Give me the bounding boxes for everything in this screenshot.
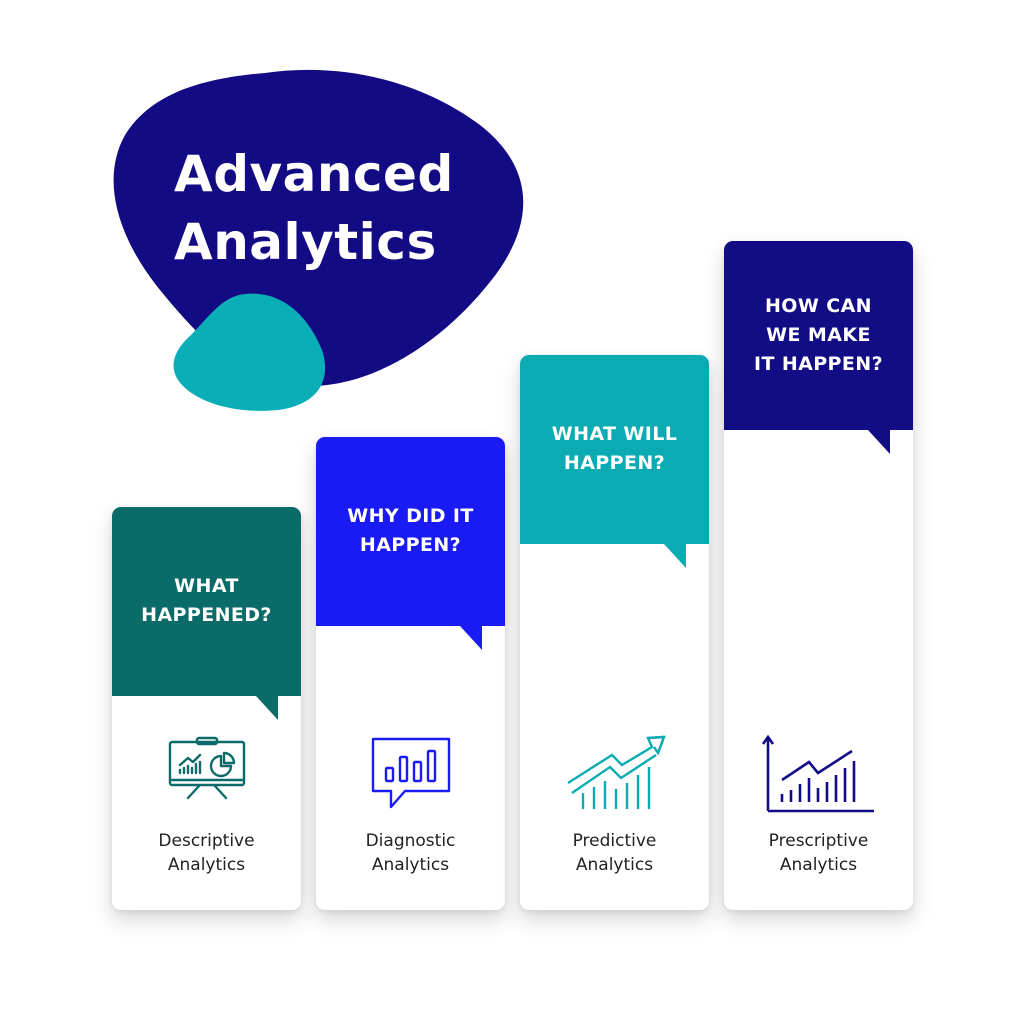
card-predictive-analytics: WHAT WILL HAPPEN? Predictive Analytics — [520, 355, 709, 910]
analytics-type-label: Descriptive Analytics — [158, 831, 255, 875]
page-title: Advanced Analytics — [174, 140, 454, 276]
teal-blob — [173, 293, 326, 411]
question-banner — [316, 437, 505, 626]
question-text: WHAT HAPPENED? — [141, 575, 272, 626]
speech-tail — [256, 696, 278, 720]
card-diagnostic-analytics: WHY DID IT HAPPEN? Diagnostic Analytics — [316, 437, 505, 910]
speech-bubble-bar-chart-icon — [371, 737, 450, 809]
question-banner — [520, 355, 709, 544]
presentation-board-chart-icon — [168, 736, 245, 800]
analytics-type-label: Predictive Analytics — [572, 831, 657, 875]
analytics-type-label: Prescriptive Analytics — [768, 831, 869, 875]
question-text: WHY DID IT HAPPEN? — [347, 505, 474, 556]
axis-chart-growth-icon — [761, 734, 874, 813]
trend-arrow-up-icon — [566, 735, 666, 809]
navy-blob — [113, 69, 524, 387]
question-banner — [724, 241, 913, 430]
speech-tail — [664, 544, 686, 568]
speech-tail — [460, 626, 482, 650]
title-line-2: Analytics — [174, 213, 437, 271]
analytics-type-label: Diagnostic Analytics — [365, 831, 456, 875]
speech-tail — [868, 430, 890, 454]
question-text: WHAT WILL HAPPEN? — [551, 423, 678, 474]
question-banner — [112, 507, 301, 696]
card-prescriptive-analytics: HOW CAN WE MAKE IT HAPPEN? Prescriptive … — [724, 241, 913, 910]
title-line-1: Advanced — [174, 145, 454, 203]
question-text: HOW CAN WE MAKE IT HAPPEN? — [753, 295, 883, 375]
card-descriptive-analytics: WHAT HAPPENED? Descriptive Analytics — [112, 507, 301, 910]
